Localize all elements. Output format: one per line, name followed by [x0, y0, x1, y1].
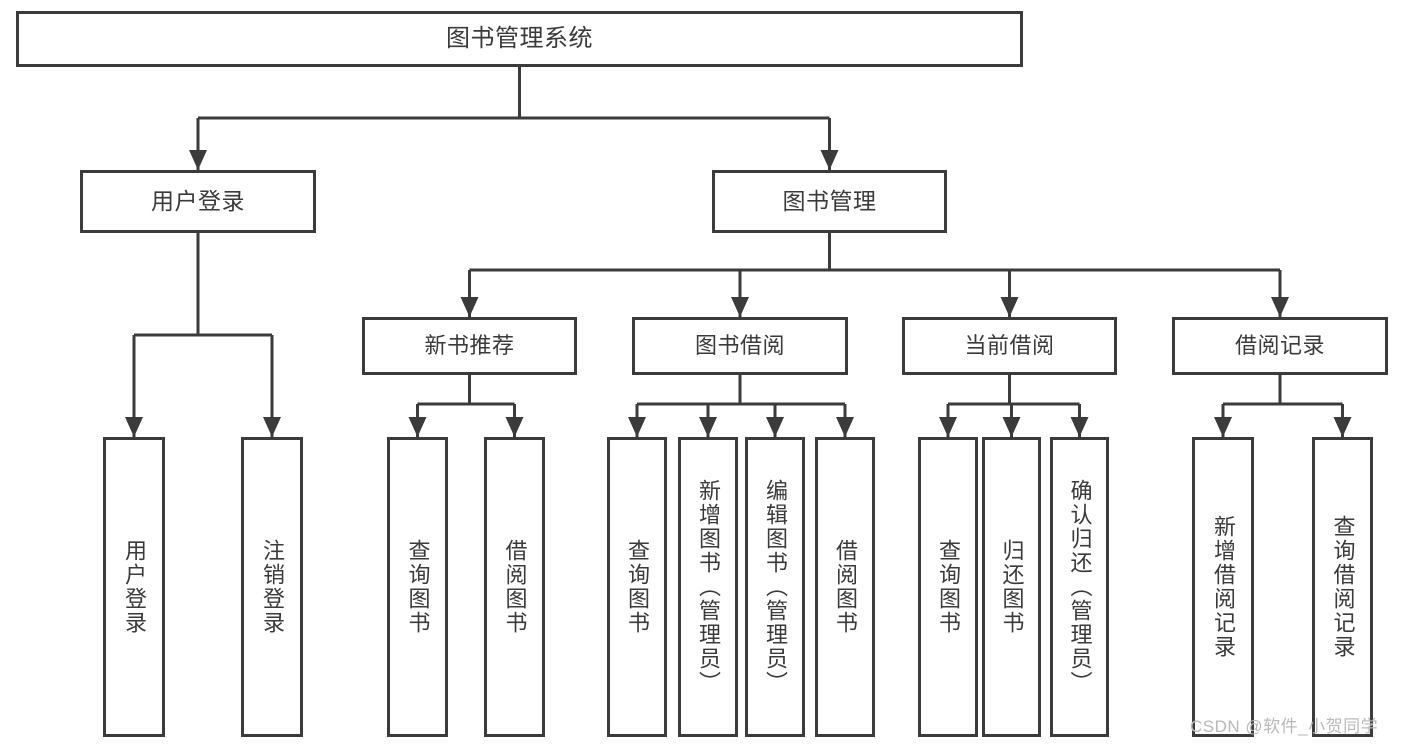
arrowhead-icon-book-manage — [820, 150, 839, 170]
node-label-user-login: 用户登录 — [151, 187, 245, 214]
arrowhead-icon-current-borrow — [1000, 297, 1019, 317]
node-leaf-edit-book-admin[interactable]: 编辑图书（管理员） — [745, 437, 805, 737]
node-leaf-user-login[interactable]: 用户登录 — [103, 437, 165, 737]
arrowhead-icon-leaf-query-book — [628, 417, 646, 437]
node-label-leaf-return-book: 归还图书 — [999, 539, 1025, 635]
node-label-leaf-user-logout: 注销登录 — [260, 539, 285, 635]
node-label-leaf-borrow-book: 借阅图书 — [833, 539, 858, 635]
arrowhead-icon-leaf-add-book-admin — [699, 417, 717, 437]
node-user-login[interactable]: 用户登录 — [80, 170, 316, 233]
node-leaf-query-book[interactable]: 查询图书 — [607, 437, 667, 737]
node-leaf-add-borrow-record[interactable]: 新增借阅记录 — [1192, 437, 1254, 737]
node-new-book-recommend[interactable]: 新书推荐 — [362, 317, 577, 375]
node-label-leaf-edit-book-admin: 编辑图书（管理员） — [763, 479, 788, 695]
node-borrow-record[interactable]: 借阅记录 — [1172, 317, 1388, 375]
arrowhead-icon-leaf-query-book-rec — [408, 417, 427, 437]
node-label-leaf-borrow-book-rec: 借阅图书 — [502, 539, 528, 635]
node-label-leaf-confirm-return-admin: 确认归还（管理员） — [1067, 479, 1093, 695]
arrowhead-icon-user-login — [189, 150, 207, 170]
node-leaf-borrow-book-rec[interactable]: 借阅图书 — [484, 437, 545, 737]
node-label-leaf-query-book: 查询图书 — [625, 539, 650, 635]
arrowhead-icon-leaf-confirm-return-admin — [1070, 417, 1089, 437]
node-leaf-add-book-admin[interactable]: 新增图书（管理员） — [678, 437, 738, 737]
node-leaf-confirm-return-admin[interactable]: 确认归还（管理员） — [1050, 437, 1109, 737]
node-leaf-query-book-cur[interactable]: 查询图书 — [918, 437, 978, 737]
arrowhead-icon-leaf-query-book-cur — [939, 417, 957, 437]
node-label-new-book-recommend: 新书推荐 — [424, 333, 515, 359]
node-label-leaf-query-book-rec: 查询图书 — [405, 539, 431, 635]
arrowhead-icon-borrow-record — [1271, 297, 1289, 317]
node-label-root: 图书管理系统 — [446, 24, 593, 52]
node-leaf-return-book[interactable]: 归还图书 — [982, 437, 1041, 737]
arrowhead-icon-leaf-query-borrow-record — [1333, 417, 1352, 437]
arrowhead-icon-leaf-borrow-book-rec — [505, 417, 524, 437]
node-label-leaf-query-borrow-record: 查询借阅记录 — [1330, 515, 1356, 659]
node-leaf-borrow-book[interactable]: 借阅图书 — [815, 437, 875, 737]
node-leaf-query-book-rec[interactable]: 查询图书 — [387, 437, 448, 737]
arrowhead-icon-leaf-return-book — [1002, 417, 1021, 437]
arrowhead-icon-new-book-recommend — [460, 297, 479, 317]
arrowhead-icon-leaf-add-borrow-record — [1214, 417, 1232, 437]
node-label-leaf-add-book-admin: 新增图书（管理员） — [696, 479, 721, 695]
node-root[interactable]: 图书管理系统 — [16, 11, 1023, 67]
node-book-borrow[interactable]: 图书借阅 — [632, 317, 848, 375]
arrowhead-icon-leaf-borrow-book — [836, 417, 854, 437]
node-label-borrow-record: 借阅记录 — [1234, 333, 1325, 359]
node-label-leaf-user-login: 用户登录 — [122, 539, 147, 635]
node-book-manage[interactable]: 图书管理 — [712, 170, 947, 233]
arrowhead-icon-leaf-user-login — [125, 417, 143, 437]
node-label-leaf-query-book-cur: 查询图书 — [936, 539, 961, 635]
node-leaf-query-borrow-record[interactable]: 查询借阅记录 — [1312, 437, 1373, 737]
node-current-borrow[interactable]: 当前借阅 — [902, 317, 1117, 375]
node-leaf-user-logout[interactable]: 注销登录 — [241, 437, 303, 737]
watermark-label: CSDN @软件_小贺同学 — [1190, 717, 1379, 736]
node-label-book-manage: 图书管理 — [782, 187, 877, 214]
node-label-book-borrow: 图书借阅 — [694, 333, 785, 359]
node-label-leaf-add-borrow-record: 新增借阅记录 — [1211, 515, 1236, 659]
node-label-current-borrow: 当前借阅 — [964, 333, 1055, 359]
arrowhead-icon-leaf-edit-book-admin — [766, 417, 784, 437]
arrowhead-icon-book-borrow — [731, 297, 749, 317]
arrowhead-icon-leaf-user-logout — [263, 417, 281, 437]
